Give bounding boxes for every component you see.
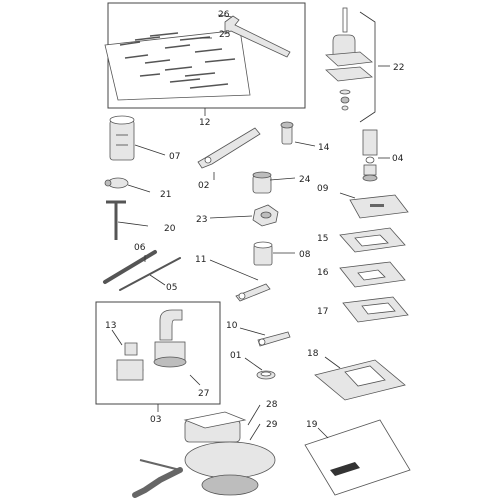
plate-18 xyxy=(314,356,406,401)
label-13: 13 xyxy=(105,321,116,331)
label-10: 10 xyxy=(226,321,238,331)
label-02: 02 xyxy=(198,181,209,191)
pin-14 xyxy=(280,121,316,147)
pump-assembly xyxy=(132,404,276,498)
label-15: 15 xyxy=(317,234,328,244)
label-01: 01 xyxy=(230,351,241,361)
wrench-10 xyxy=(239,327,291,347)
label-17: 17 xyxy=(317,307,328,317)
valve-part-04 xyxy=(362,129,390,182)
wrench-11 xyxy=(209,259,271,302)
tool-rods-05-06 xyxy=(103,250,181,291)
adapter-kit-box xyxy=(95,301,221,412)
label-08: 08 xyxy=(299,250,311,260)
nut-23 xyxy=(209,204,279,227)
label-07: 07 xyxy=(169,152,180,162)
plate-15 xyxy=(339,227,406,253)
label-21: 21 xyxy=(160,190,171,200)
fitting-24 xyxy=(252,171,296,194)
label-24: 24 xyxy=(299,175,311,185)
label-14: 14 xyxy=(318,143,330,153)
fitting-08 xyxy=(253,241,295,266)
t-bar-20 xyxy=(106,200,149,240)
label-06: 06 xyxy=(134,243,146,253)
label-22: 22 xyxy=(393,63,404,73)
label-29: 29 xyxy=(266,420,278,430)
bracket-assembly xyxy=(325,7,390,123)
label-26: 26 xyxy=(218,10,230,20)
label-25: 25 xyxy=(219,30,230,40)
plate-09 xyxy=(339,192,409,219)
clip-21 xyxy=(104,177,151,193)
label-20: 20 xyxy=(164,224,176,234)
label-12: 12 xyxy=(199,118,210,128)
plate-16 xyxy=(339,261,406,288)
wrench-02 xyxy=(197,127,261,180)
label-18: 18 xyxy=(307,349,319,359)
ring-01 xyxy=(244,357,276,380)
label-23: 23 xyxy=(196,215,207,225)
wrench-kit-box xyxy=(104,2,306,116)
label-11: 11 xyxy=(195,255,206,265)
label-05: 05 xyxy=(166,283,177,293)
plate-17 xyxy=(342,296,409,323)
label-04: 04 xyxy=(392,154,404,164)
part-labels: 26 25 12 22 14 04 07 02 24 09 21 23 20 1… xyxy=(105,10,404,430)
manual-booklet xyxy=(304,419,411,496)
label-27: 27 xyxy=(198,389,209,399)
label-09: 09 xyxy=(317,184,329,194)
label-19: 19 xyxy=(306,420,318,430)
label-16: 16 xyxy=(317,268,329,278)
can-07 xyxy=(109,115,166,161)
label-03: 03 xyxy=(150,415,161,425)
label-28: 28 xyxy=(266,400,278,410)
